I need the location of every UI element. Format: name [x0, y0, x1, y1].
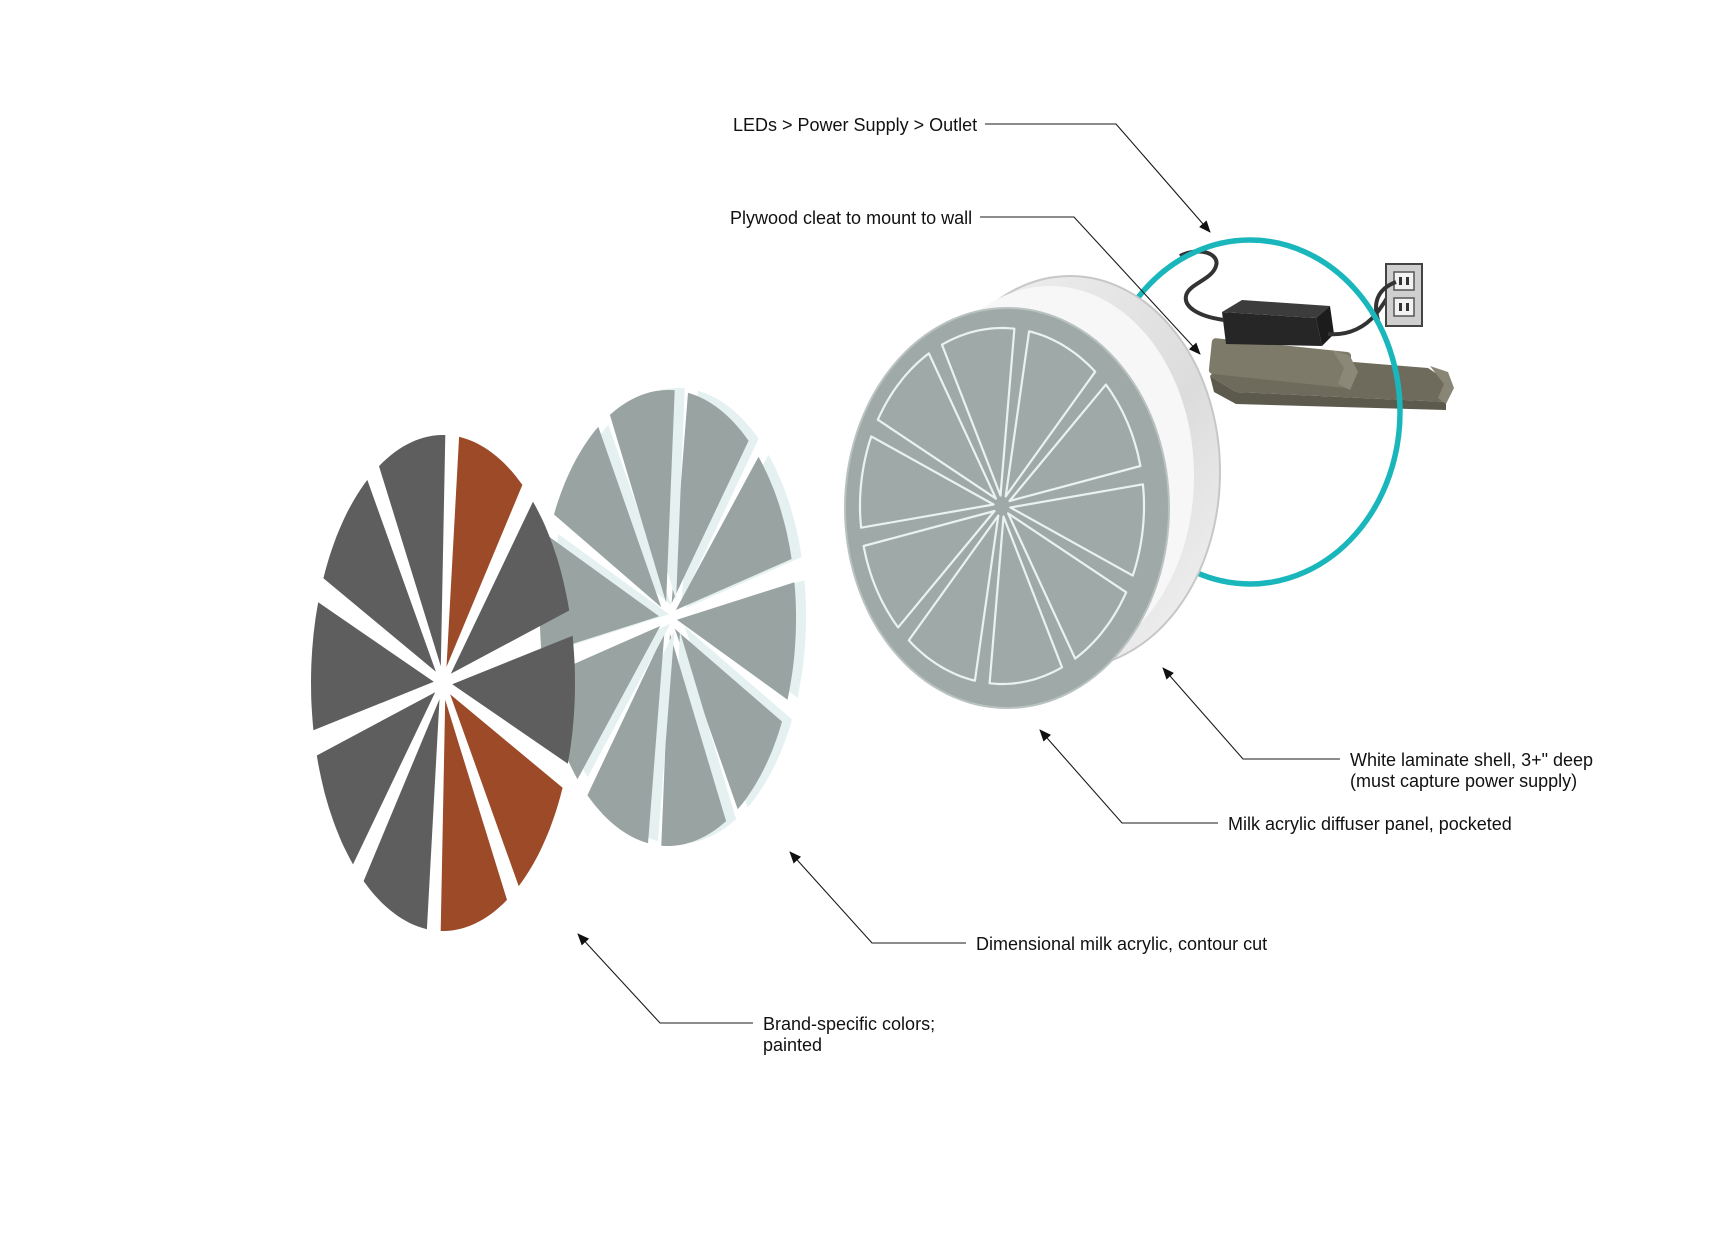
dimensional-acrylic-segment	[609, 390, 675, 603]
painted-face-segment	[363, 699, 440, 930]
callout-colors-text-line1: Brand-specific colors;	[763, 1014, 935, 1034]
dimensional-acrylic-segment	[661, 633, 727, 846]
diffuser-panel-segment	[1009, 483, 1146, 577]
callout-diffuser-text: Milk acrylic diffuser panel, pocketed	[1228, 814, 1512, 834]
callout-acrylic: Dimensional milk acrylic, contour cut	[789, 851, 1267, 954]
dimensional-acrylic-segment	[554, 426, 662, 608]
painted-face-segment	[323, 479, 436, 672]
leader-cleat	[980, 216, 1201, 355]
callout-cleat: Plywood cleat to mount to wall	[730, 208, 1201, 355]
callout-shell-text-line2: (must capture power supply)	[1350, 771, 1577, 791]
diffuser-panel-segment	[876, 352, 997, 500]
diffuser-panel	[844, 307, 1170, 709]
diffuser-panel-segment	[1007, 512, 1128, 660]
callout-leds-text: LEDs > Power Supply > Outlet	[733, 115, 977, 135]
leader-shell	[1162, 667, 1340, 760]
dimensional-acrylic-segment	[540, 536, 660, 654]
painted-face	[311, 435, 575, 931]
callout-leds: LEDs > Power Supply > Outlet	[733, 115, 1211, 233]
power-supply	[1179, 249, 1394, 346]
dimensional-acrylic-segment	[671, 392, 749, 604]
callout-shell-text-line1: White laminate shell, 3+" deep	[1350, 750, 1593, 770]
leader-diffuser	[1039, 729, 1218, 824]
painted-face-segment	[311, 602, 434, 731]
callout-diffuser: Milk acrylic diffuser panel, pocketed	[1039, 729, 1512, 834]
diffuser-panel-segment	[858, 435, 995, 529]
diffuser-panel-segment	[907, 514, 1000, 682]
plywood-cleat	[1208, 338, 1454, 410]
callout-colors: Brand-specific colors; painted	[577, 933, 935, 1055]
painted-face-segment	[440, 699, 507, 931]
painted-face-segment	[379, 435, 446, 667]
painted-face-segment	[450, 694, 563, 887]
callout-shell: White laminate shell, 3+" deep (must cap…	[1162, 667, 1593, 791]
painted-face-segment	[446, 436, 523, 667]
diffuser-panel-segment	[1008, 383, 1142, 503]
dimensional-acrylic-segment	[676, 582, 796, 700]
painted-face-segment	[452, 635, 575, 764]
painted-face-segment	[316, 692, 436, 865]
callout-acrylic-text: Dimensional milk acrylic, contour cut	[976, 934, 1267, 954]
leader-acrylic	[789, 851, 966, 944]
painted-face-segment	[450, 501, 570, 674]
diffuser-panel-segment	[1004, 330, 1097, 498]
leader-colors	[577, 933, 753, 1024]
leader-leds	[985, 123, 1211, 233]
dimensional-acrylic	[540, 388, 806, 846]
dimensional-acrylic-segment	[587, 632, 665, 844]
diffuser-panel-segment	[988, 515, 1064, 686]
callout-colors-text-line2: painted	[763, 1035, 822, 1055]
dimensional-acrylic-segment	[675, 456, 792, 610]
callout-cleat-text: Plywood cleat to mount to wall	[730, 208, 972, 228]
diffuser-panel-segment	[940, 326, 1016, 497]
dimensional-acrylic-segment	[674, 628, 782, 810]
diffuser-panel-segment	[862, 509, 996, 629]
wall-outlet	[1374, 263, 1423, 327]
